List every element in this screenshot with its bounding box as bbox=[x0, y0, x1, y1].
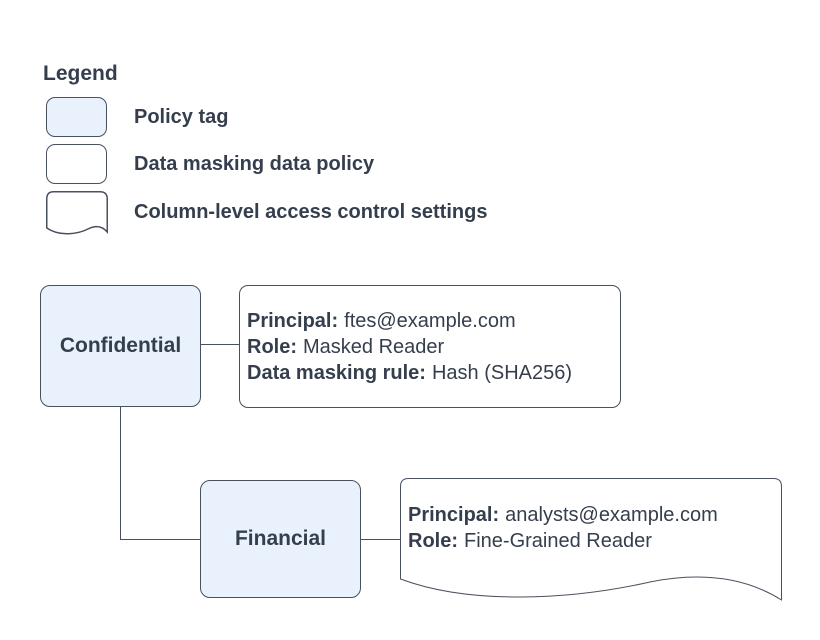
node-policy-tag-confidential: Confidential bbox=[40, 285, 201, 407]
policy-line: Role:Masked Reader bbox=[247, 335, 445, 358]
node-policy-tag-financial: Financial bbox=[200, 480, 361, 598]
legend-item-column-access-settings: Column-level access control settings bbox=[134, 201, 488, 223]
legend-title: Legend bbox=[43, 62, 118, 85]
node-label: Confidential bbox=[59, 334, 182, 357]
policy-line: Principal:analysts@example.com bbox=[408, 504, 718, 526]
connector-confidential-to-financial-vertical bbox=[120, 407, 121, 540]
policy-line: Data masking rule:Hash (SHA256) bbox=[247, 361, 573, 384]
policy-line: Principal:ftes@example.com bbox=[247, 309, 516, 332]
legend-item-data-masking-policy: Data masking data policy bbox=[134, 153, 375, 175]
document-shape-swatch bbox=[46, 191, 108, 239]
data-masking-policy-swatch bbox=[46, 144, 107, 184]
policy-tag-swatch bbox=[46, 97, 107, 137]
connector-confidential-to-policy bbox=[200, 344, 240, 345]
access-settings-text: Principal:analysts@example.com Role:Fine… bbox=[408, 502, 718, 554]
node-data-masking-policy: Principal:ftes@example.com Role:Masked R… bbox=[239, 285, 621, 408]
legend-item-policy-tag: Policy tag bbox=[134, 106, 229, 128]
node-access-control-settings-document bbox=[400, 478, 782, 606]
connector-confidential-to-financial-horizontal bbox=[120, 539, 201, 540]
policy-line: Role:Fine-Grained Reader bbox=[408, 530, 652, 552]
node-label: Financial bbox=[234, 527, 327, 550]
connector-financial-to-settings bbox=[360, 539, 401, 540]
